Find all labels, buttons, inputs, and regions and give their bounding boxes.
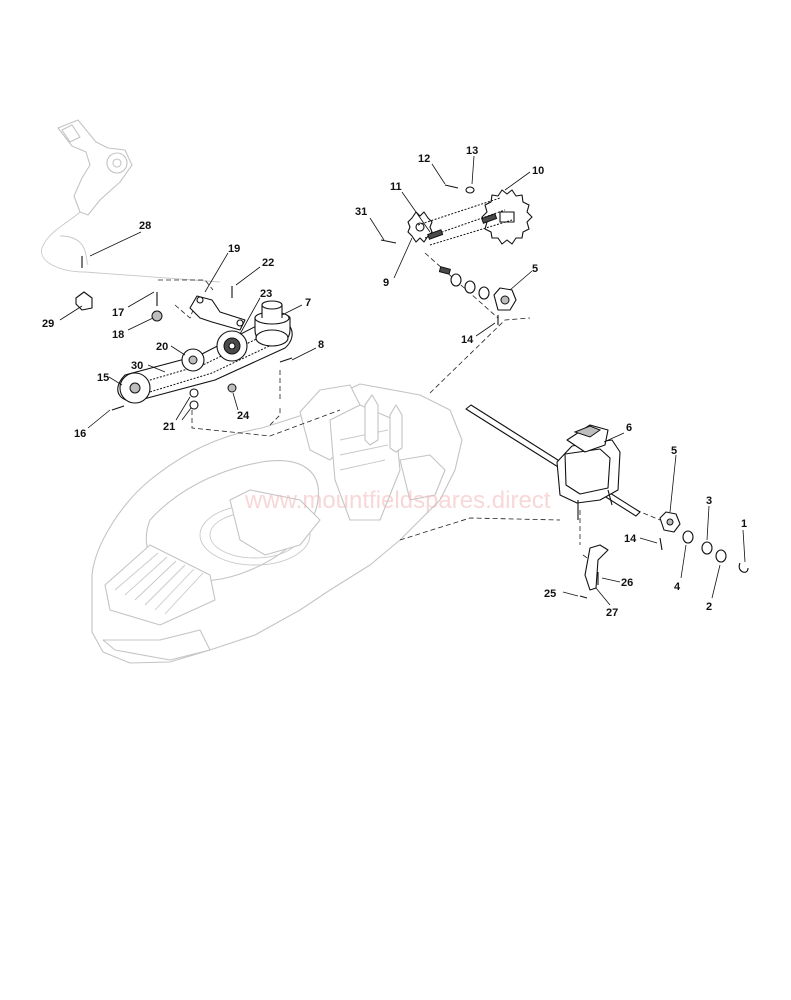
screw-25 — [579, 595, 588, 599]
callouts: 28 19 22 17 23 7 29 18 20 8 30 15 21 24 … — [42, 145, 747, 619]
washer-21a — [189, 388, 199, 398]
watermark: www.mountfieldspares.direct — [244, 487, 551, 514]
washer-13 — [465, 186, 475, 194]
callout-17: 17 — [112, 307, 124, 319]
callout-21: 21 — [163, 421, 175, 433]
callout-5-top: 5 — [532, 263, 538, 275]
callout-28: 28 — [139, 220, 151, 232]
bracket-29 — [75, 291, 93, 311]
belt-drive-assembly — [75, 256, 293, 411]
callout-14-top: 14 — [461, 334, 474, 346]
clip-1 — [738, 562, 749, 573]
callout-5-right: 5 — [671, 445, 677, 457]
leader-lines — [59, 155, 746, 606]
callout-1: 1 — [741, 518, 747, 530]
callout-9: 9 — [383, 277, 389, 289]
drive-control-lever — [41, 119, 221, 283]
callout-22: 22 — [262, 257, 274, 269]
mower-deck-outline — [91, 383, 463, 664]
chain-sprocket-assembly — [380, 184, 533, 325]
callout-15: 15 — [97, 372, 109, 384]
callout-2: 2 — [706, 601, 712, 613]
spacer-18 — [151, 310, 163, 322]
bracket-27 — [584, 544, 609, 591]
nut-24 — [227, 383, 237, 393]
washer-2 — [715, 549, 727, 563]
bushing-4 — [682, 530, 694, 544]
callout-7: 7 — [305, 297, 311, 309]
callout-26: 26 — [621, 577, 633, 589]
callout-8: 8 — [318, 339, 324, 351]
callout-14-right: 14 — [624, 533, 637, 545]
callout-11: 11 — [390, 181, 402, 193]
callout-19: 19 — [228, 243, 240, 255]
callout-27: 27 — [606, 607, 618, 619]
washer-21b — [189, 400, 199, 410]
bolt-12 — [444, 184, 459, 189]
callout-30: 30 — [131, 360, 143, 372]
screw-14-right — [659, 537, 663, 551]
assembly-lines — [158, 252, 661, 561]
callout-10: 10 — [532, 165, 544, 177]
callout-3: 3 — [706, 495, 712, 507]
callout-12: 12 — [418, 153, 430, 165]
washer-3 — [701, 541, 713, 555]
callout-20: 20 — [156, 341, 168, 353]
callout-18: 18 — [112, 329, 124, 341]
callout-23: 23 — [260, 288, 272, 300]
callout-31: 31 — [355, 206, 367, 218]
callout-13: 13 — [466, 145, 478, 157]
callout-4: 4 — [674, 581, 681, 593]
callout-29: 29 — [42, 318, 54, 330]
pin-16 — [111, 405, 125, 411]
callout-6: 6 — [626, 422, 632, 434]
gearbox-axle-assembly — [465, 404, 749, 599]
callout-16: 16 — [74, 428, 86, 440]
pin-8 — [279, 357, 293, 363]
callout-24: 24 — [237, 410, 250, 422]
callout-25: 25 — [544, 588, 556, 600]
bolt-31 — [380, 239, 397, 244]
